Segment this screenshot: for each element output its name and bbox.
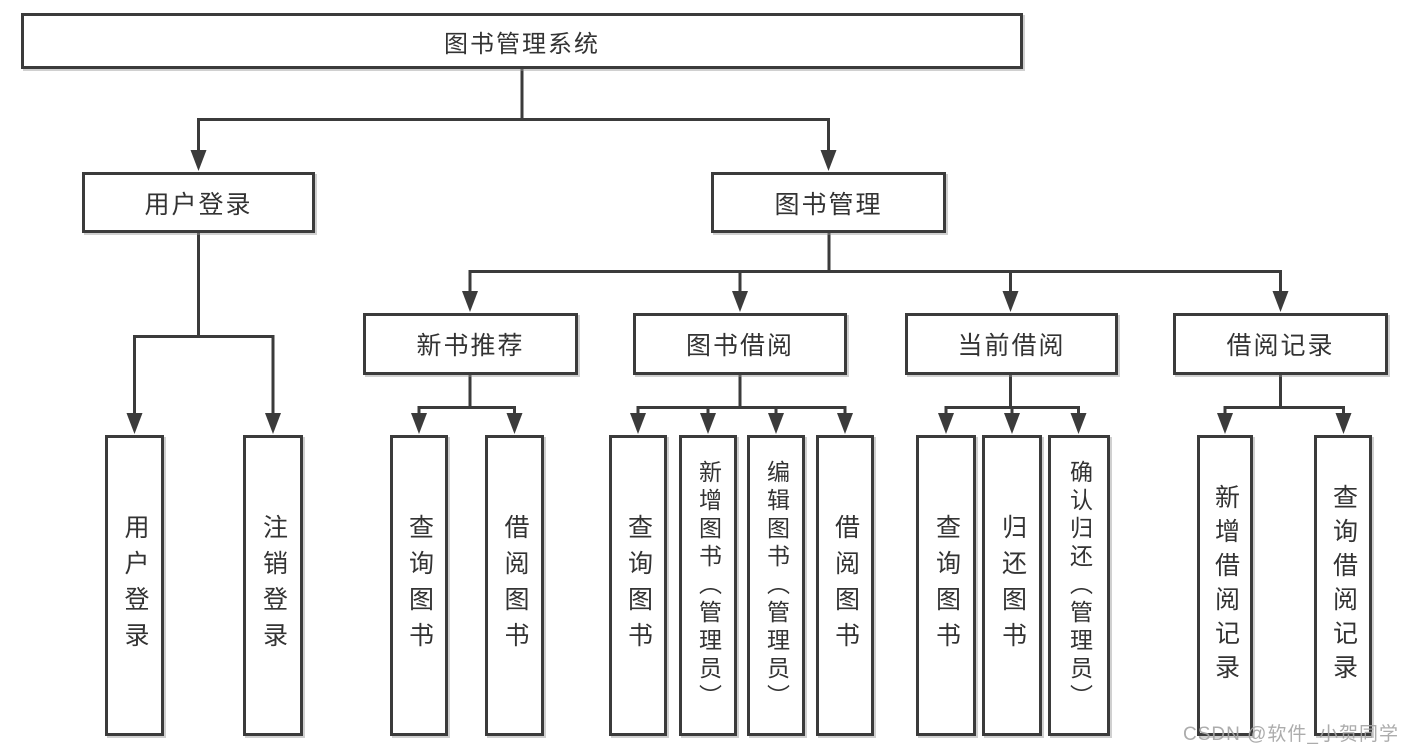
node-book-management: 图书管理	[711, 172, 946, 233]
leaf-add-borrow-record: 新增借阅记录	[1197, 435, 1253, 736]
leaf-query-books-current: 查询图书	[916, 435, 976, 736]
arrowheads	[126, 150, 1352, 434]
leaf-query-borrow-record: 查询借阅记录	[1314, 435, 1372, 736]
leaf-borrow-books-recommend: 借阅图书	[485, 435, 544, 736]
node-new-book-recommend: 新书推荐	[363, 313, 578, 375]
leaf-edit-book-admin: 编辑图书（管理员）	[747, 435, 805, 736]
leaf-logout: 注销登录	[243, 435, 303, 736]
leaf-add-book-admin: 新增图书（管理员）	[679, 435, 737, 736]
node-library-management-system: 图书管理系统	[21, 13, 1023, 69]
leaf-query-borrow-record-label: 查询借阅记录	[1329, 483, 1358, 688]
connector-paths	[133, 69, 1345, 417]
leaf-borrow-books-borrowing-label: 借阅图书	[831, 513, 860, 658]
leaf-add-borrow-record-label: 新增借阅记录	[1211, 483, 1240, 688]
node-book-borrowing: 图书借阅	[633, 313, 847, 375]
leaf-add-book-admin-label: 新增图书（管理员）	[695, 459, 722, 712]
leaf-query-books-borrowing-label: 查询图书	[624, 513, 653, 658]
leaf-return-books: 归还图书	[982, 435, 1042, 736]
leaf-borrow-books-recommend-label: 借阅图书	[501, 513, 529, 658]
leaf-query-books-recommend: 查询图书	[390, 435, 448, 736]
leaf-query-books-recommend-label: 查询图书	[405, 513, 434, 658]
leaf-query-books-current-label: 查询图书	[932, 513, 961, 658]
node-current-borrowing: 当前借阅	[905, 313, 1118, 375]
leaf-user-login: 用户登录	[105, 435, 164, 736]
node-borrowing-records: 借阅记录	[1173, 313, 1388, 375]
node-user-login: 用户登录	[82, 172, 315, 233]
leaf-borrow-books-borrowing: 借阅图书	[816, 435, 874, 736]
leaf-confirm-return-admin-label: 确认归还（管理员）	[1066, 459, 1093, 712]
csdn-watermark: CSDN @软件_小贺同学	[1183, 724, 1399, 745]
leaf-query-books-borrowing: 查询图书	[609, 435, 667, 736]
leaf-user-login-label: 用户登录	[121, 513, 149, 658]
leaf-return-books-label: 归还图书	[998, 513, 1027, 658]
leaf-edit-book-admin-label: 编辑图书（管理员）	[763, 459, 790, 712]
leaf-confirm-return-admin: 确认归还（管理员）	[1048, 435, 1110, 736]
leaf-logout-label: 注销登录	[259, 513, 288, 658]
